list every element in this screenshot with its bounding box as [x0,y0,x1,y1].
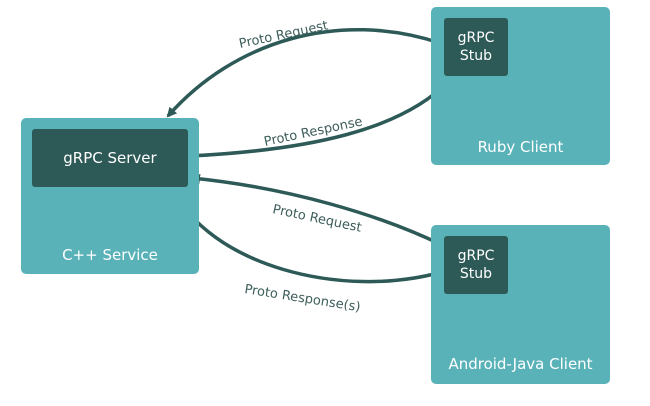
android-grpc-stub-node: gRPC Stub [444,236,508,294]
android-stub-label: gRPC Stub [457,248,495,282]
ruby-request-label: Proto Request [238,18,330,52]
android-response-label: Proto Response(s) [243,282,361,315]
grpc-server-node: gRPC Server [32,129,188,187]
android-request-arrow [190,173,443,247]
android-java-client-label: Android-Java Client [448,355,593,373]
ruby-stub-label: gRPC Stub [457,30,495,64]
ruby-client-label: Ruby Client [477,138,564,156]
ruby-response-arrow [189,80,450,158]
ruby-grpc-stub-node: gRPC Stub [444,18,508,76]
grpc-server-label: gRPC Server [63,149,157,167]
android-request-label: Proto Request [271,202,363,236]
cpp-service-label: C++ Service [62,246,158,264]
ruby-request-arrow [166,27,441,118]
ruby-response-label: Proto Response [263,114,364,150]
android-response-arrow [170,187,444,284]
